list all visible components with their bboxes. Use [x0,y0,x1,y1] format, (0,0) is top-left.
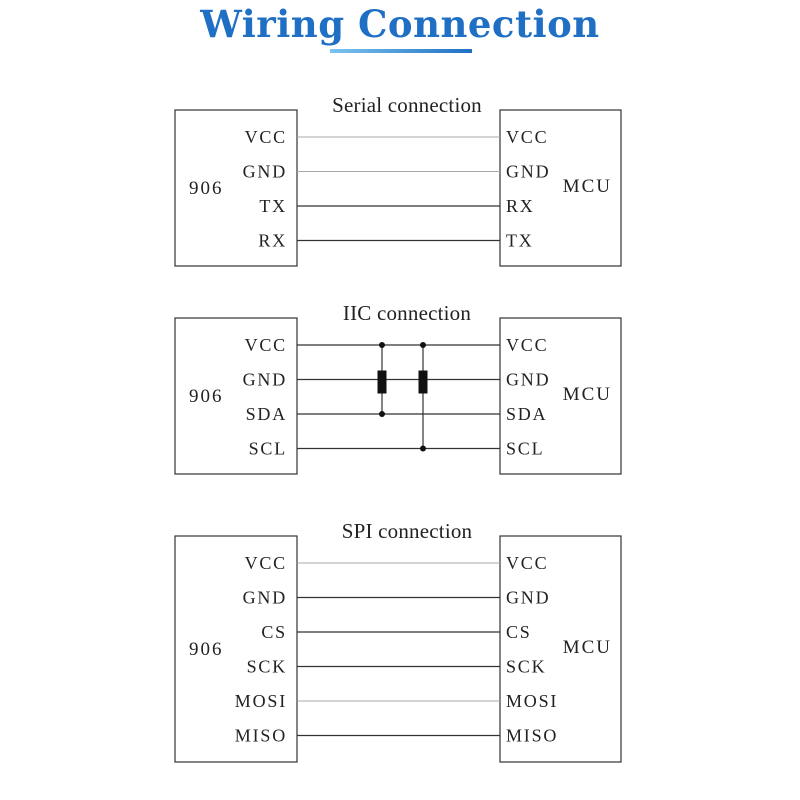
left-pin-label: SCL [249,439,287,459]
junction-dot [379,411,385,417]
right-pin-label: GND [506,588,550,608]
module-906-label: 906 [189,386,224,407]
section-title: IIC connection [343,301,471,325]
right-pin-label: GND [506,370,550,390]
right-pin-label: SDA [506,404,547,424]
left-pin-label: SCK [247,657,287,677]
module-906-box [174,317,298,475]
module-906-box [174,109,298,267]
left-pin-label: SDA [246,404,287,424]
left-pin-label: VCC [245,553,287,573]
right-pin-label: VCC [506,127,548,147]
pullup-resistor [418,370,428,394]
left-pin-label: VCC [245,335,287,355]
left-pin-label: GND [243,162,287,182]
module-906-label: 906 [189,178,224,199]
title-underline [330,49,472,53]
right-pin-label: GND [506,162,550,182]
left-pin-label: TX [259,196,287,216]
junction-dot [379,342,385,348]
junction-dot [420,445,426,452]
right-pin-label: SCL [506,439,544,459]
pullup-resistor [377,370,387,394]
right-pin-label: CS [506,622,532,642]
mcu-box [499,109,622,267]
section-title: SPI connection [342,519,473,543]
right-pin-label: MISO [506,726,558,746]
right-pin-label: RX [506,196,535,216]
left-pin-label: GND [243,588,287,608]
mcu-label: MCU [563,637,612,658]
right-pin-label: VCC [506,553,548,573]
mcu-label: MCU [563,384,612,405]
right-pin-label: SCK [506,657,546,677]
left-pin-label: VCC [245,127,287,147]
mcu-box [499,317,622,475]
right-pin-label: MOSI [506,691,558,711]
left-pin-label: MOSI [235,691,287,711]
mcu-box [499,535,622,763]
left-pin-label: MISO [235,726,287,746]
left-pin-label: GND [243,370,287,390]
module-906-box [174,535,298,763]
left-pin-label: RX [258,231,287,251]
right-pin-label: TX [506,231,534,251]
junction-dot [420,342,426,348]
left-pin-label: CS [261,622,287,642]
right-pin-label: VCC [506,335,548,355]
mcu-label: MCU [563,176,612,197]
page-title: Wiring Connection [200,2,600,46]
module-906-label: 906 [189,639,224,660]
section-title: Serial connection [332,93,482,117]
